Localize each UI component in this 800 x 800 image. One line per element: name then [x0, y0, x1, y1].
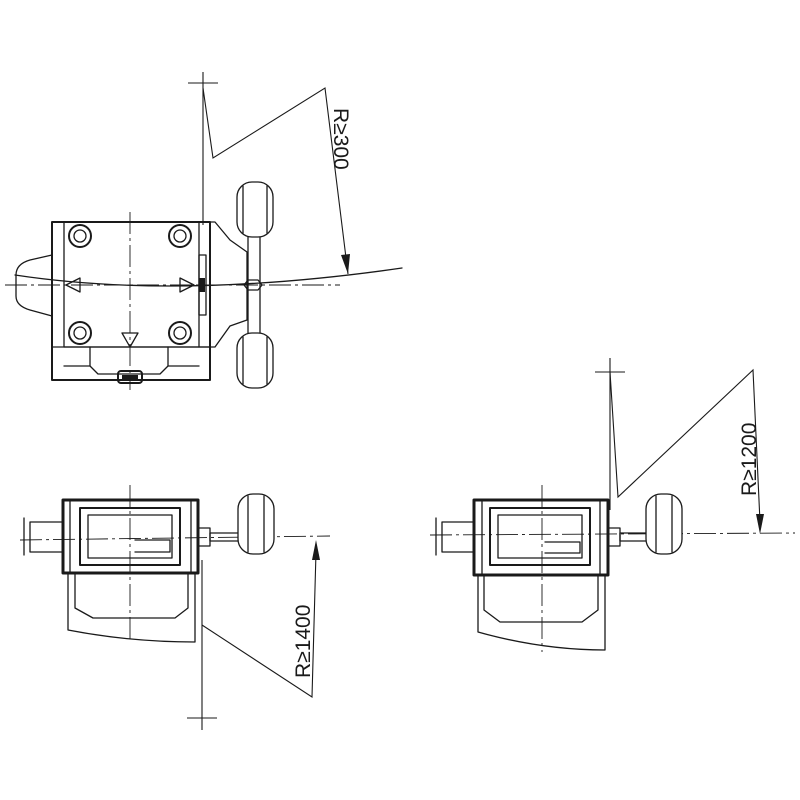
roller-upper — [236, 181, 274, 238]
top-radius-label: R≥300 — [329, 108, 352, 170]
left-radius-leader-line — [201, 551, 317, 698]
front-window-inner — [87, 514, 173, 559]
side-view-left: R≥1400 — [19, 485, 331, 730]
right-view-left-stub — [441, 521, 475, 553]
lower-body — [67, 572, 196, 643]
lower-body-inner — [74, 572, 189, 619]
right-front-window-inner — [497, 514, 583, 559]
arm-pivot — [243, 279, 263, 291]
screw-top-right — [168, 224, 192, 248]
right-front-window-outer — [489, 507, 591, 566]
right-lower-body-inner — [483, 574, 599, 623]
direction-arrow-down-icon — [121, 332, 139, 348]
side-view-right: R≥1200 — [429, 358, 796, 652]
right-radius-leader-line — [609, 368, 761, 523]
right-upper-body — [472, 498, 610, 577]
left-stub — [29, 521, 64, 553]
window-cutout — [134, 539, 171, 553]
roller-side-right — [645, 493, 683, 555]
right-lower-body — [477, 574, 606, 651]
plunger-tip — [117, 370, 143, 384]
shaft-collar — [197, 527, 211, 547]
right-radius-label: R≥1200 — [738, 423, 761, 496]
right-window-cutout — [544, 541, 581, 554]
right-flange — [198, 221, 248, 348]
right-shaft-collar — [607, 527, 621, 547]
upper-body — [61, 498, 200, 575]
right-radius-arrowhead — [756, 514, 764, 534]
plunger-tip-fill — [122, 375, 138, 379]
left-view-horizontal-centerline — [19, 535, 331, 541]
housing-lower-pocket — [89, 346, 169, 375]
front-window-outer — [79, 507, 181, 566]
roller-lower — [236, 332, 274, 389]
screw-top-left — [68, 224, 92, 248]
top-view: R≥300 — [5, 72, 403, 390]
direction-arrow-right-icon — [179, 277, 195, 293]
screw-bottom-left — [68, 321, 92, 345]
radius-arrowhead — [341, 254, 350, 274]
roller-side-left — [237, 493, 275, 555]
radius-leader-line — [202, 87, 349, 275]
right-view-horizontal-centerline — [429, 532, 796, 536]
cam-arc — [14, 267, 403, 287]
left-radius-arrowhead — [312, 540, 320, 560]
left-protrusion — [15, 254, 53, 317]
screw-bottom-right — [168, 321, 192, 345]
left-radius-label: R≥1400 — [292, 605, 315, 678]
